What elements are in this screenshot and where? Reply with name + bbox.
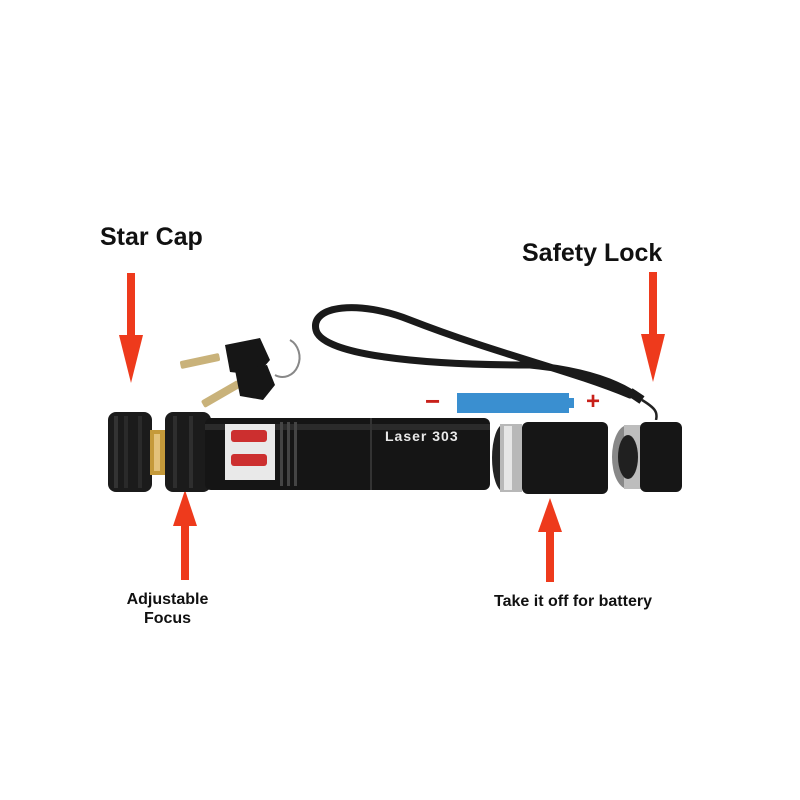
- wrist-strap: [300, 280, 680, 420]
- star-cap-arrow-icon: [118, 273, 144, 385]
- focus-ring: [165, 412, 215, 492]
- adjustable-focus-line2: Focus: [143, 610, 192, 628]
- safety-lock-arrow-icon: [640, 272, 666, 384]
- star-cap-label: Star Cap: [100, 223, 203, 251]
- focus-arrow-icon: [172, 490, 198, 580]
- battery-note-label: Take it off for battery: [494, 593, 652, 610]
- safety-lock-label: Safety Lock: [522, 239, 663, 267]
- adjustable-focus-line1: Adjustable: [126, 591, 209, 608]
- battery-icon: [457, 393, 575, 413]
- safety-lock-cap: [610, 420, 685, 495]
- negative-symbol: −: [425, 386, 441, 416]
- battery-tube: [490, 422, 610, 494]
- engraving: Laser 303: [385, 428, 459, 444]
- laser-main-body: [205, 410, 490, 495]
- keys: [175, 330, 305, 415]
- adjustable-focus-label: Adjustable Focus: [105, 590, 230, 628]
- positive-symbol: +: [586, 388, 601, 415]
- star-cap: [108, 412, 158, 492]
- battery-arrow-icon: [537, 498, 563, 582]
